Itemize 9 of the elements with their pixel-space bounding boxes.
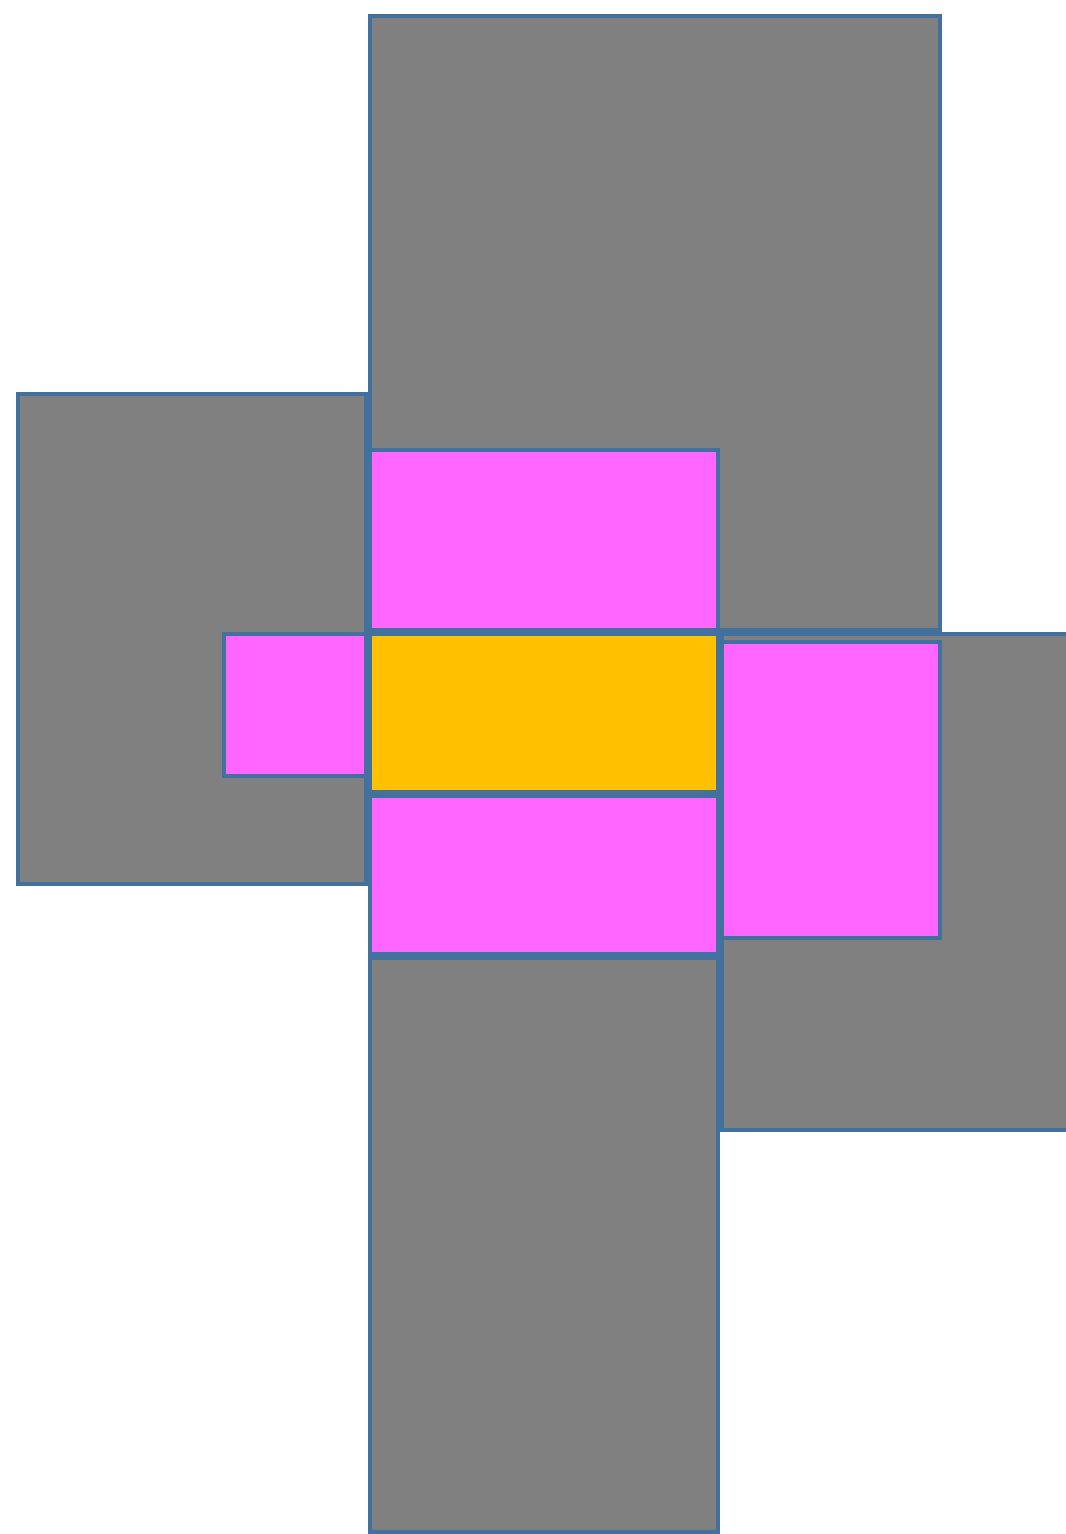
- rectangle-block: [720, 632, 1066, 1132]
- rectangle-block: [368, 448, 720, 632]
- rectangle-block: [720, 640, 942, 940]
- rectangle-block: [368, 632, 720, 794]
- rectangle-block: [368, 794, 720, 956]
- rectangle-block: [368, 956, 720, 1534]
- rectangle-block: [222, 632, 368, 778]
- rectangle-block: [368, 14, 942, 632]
- rectangle-block: [16, 392, 368, 886]
